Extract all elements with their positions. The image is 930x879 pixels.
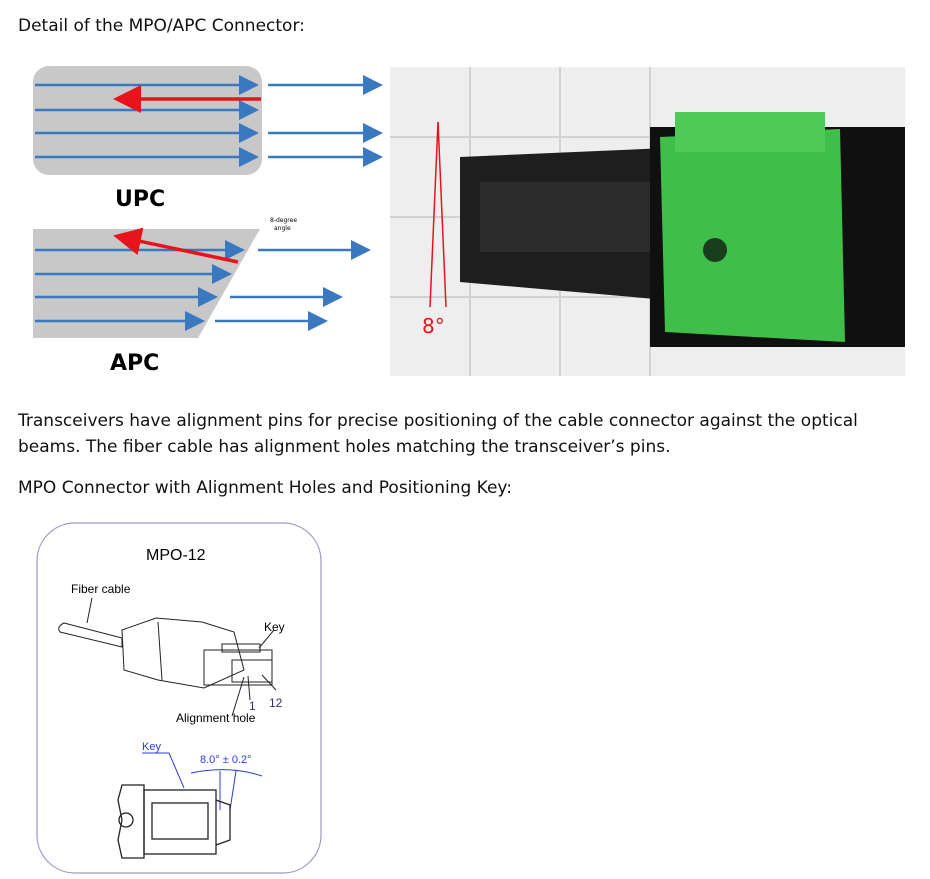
- angle-note: 8-degree: [270, 217, 297, 224]
- upc-apc-diagram: UPC 8-degree angle APC: [33, 66, 383, 376]
- upc-label: UPC: [115, 187, 165, 212]
- heading-mpo-connector: MPO Connector with Alignment Holes and P…: [18, 478, 512, 498]
- paragraph-line-1: Transceivers have alignment pins for pre…: [18, 411, 858, 431]
- key-side-label: Key: [142, 741, 161, 753]
- pin-1-label: 1: [249, 699, 256, 713]
- heading-mpo-apc-detail: Detail of the MPO/APC Connector:: [18, 16, 305, 36]
- angle-label: 8°: [422, 314, 445, 338]
- connector-photo: 8°: [390, 67, 905, 376]
- mpo-title: MPO-12: [146, 547, 206, 564]
- fiber-cable-label: Fiber cable: [71, 582, 131, 596]
- alignment-hole-label: Alignment hole: [176, 711, 256, 725]
- apc-label: APC: [110, 351, 159, 376]
- pin-12-label: 12: [269, 696, 283, 710]
- svg-text:angle: angle: [274, 225, 291, 232]
- upc-ferrule: [33, 66, 262, 175]
- mpo-12-diagram: MPO-12 Fiber cable Key 1 12 Alignment ho…: [36, 522, 322, 874]
- angle-spec-label: 8.0° ± 0.2°: [200, 754, 252, 766]
- key-label: Key: [264, 620, 285, 634]
- paragraph-line-2: beams. The fiber cable has alignment hol…: [18, 437, 671, 457]
